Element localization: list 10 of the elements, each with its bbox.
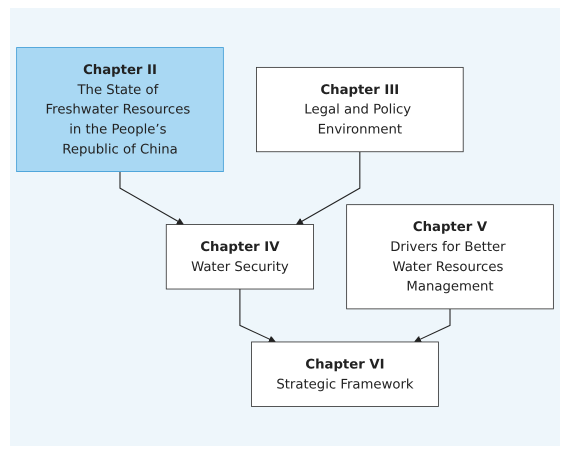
diagram-background: Chapter II The State of Freshwater Resources in the People’s Republic of China Chapter III Legal and Policy Environment Chapter IV Water Security Chapter V Drivers for Better Water Resources Management Chapter VI Strategic Framework (10, 8, 560, 446)
arrow (119, 172, 184, 225)
node-box (251, 342, 439, 407)
node-box (16, 47, 224, 172)
node-box (346, 204, 554, 310)
node-box (256, 66, 464, 152)
arrow (414, 308, 451, 342)
arrow (239, 289, 276, 342)
node-box (166, 224, 314, 290)
arrow (296, 152, 360, 225)
